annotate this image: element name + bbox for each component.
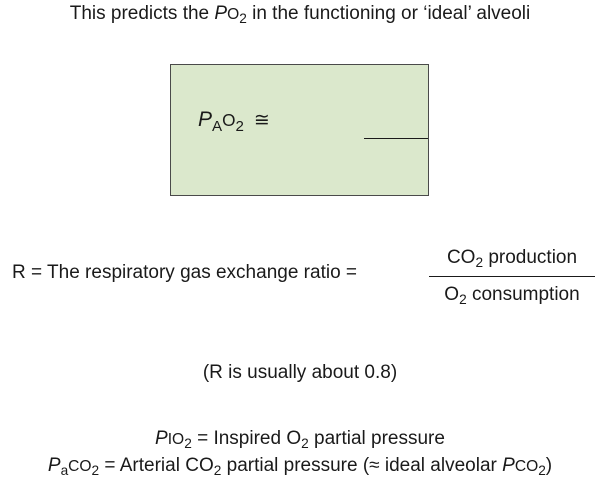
paco2-text-mid: partial pressure (≈ ideal alveolar: [221, 455, 503, 476]
header-p-symbol: P: [214, 3, 228, 24]
box-subscript-a: A: [212, 117, 223, 135]
denominator-o: O: [444, 284, 460, 305]
paco2-text: = Arterial CO: [99, 455, 214, 476]
fraction-bar: [429, 276, 595, 277]
box-o-symbol: O: [222, 110, 236, 130]
alveolar-gas-equation-box: PAO2 ≅: [170, 64, 429, 196]
paco2-subscript: 2: [91, 463, 100, 479]
header-suffix: in the functioning or ‘ideal’ alveoli: [246, 3, 531, 24]
ratio-fraction: CO2 production O2 consumption: [429, 245, 595, 310]
pio2-io-symbol: IO: [167, 431, 185, 448]
paco2-close: ): [545, 455, 553, 476]
paco2-subscript-b: 2: [538, 463, 546, 479]
pio2-p-symbol: P: [155, 428, 168, 449]
header-subscript: 2: [239, 11, 247, 27]
denominator-subscript: 2: [459, 292, 467, 308]
paco2-definition: PaCO2 = Arterial CO2 partial pressure (≈…: [0, 455, 600, 479]
paco2-text-subscript: 2: [213, 463, 222, 479]
paco2-p2-symbol: P: [502, 455, 515, 476]
pao2-formula: PAO2 ≅: [198, 108, 270, 135]
box-subscript-2: 2: [235, 117, 244, 135]
header-text: This predicts the PO2 in the functioning…: [0, 3, 600, 27]
paco2-a-symbol: a: [60, 463, 69, 479]
paco2-p-symbol: P: [47, 455, 61, 476]
numerator-co: CO: [446, 247, 476, 268]
pio2-definition: PIO2 = Inspired O2 partial pressure: [0, 428, 600, 452]
ratio-definition: R = The respiratory gas exchange ratio =…: [12, 245, 595, 310]
header-o-symbol: O: [227, 6, 240, 23]
fraction-numerator: CO2 production: [429, 245, 595, 273]
fraction-denominator: O2 consumption: [429, 282, 595, 310]
box-p-symbol: P: [198, 108, 213, 131]
numerator-rest: production: [483, 247, 578, 268]
paco2-co2-symbol: CO: [514, 458, 539, 475]
answer-blank-line: [364, 138, 428, 139]
paco2-co-symbol: CO: [68, 458, 92, 475]
pio2-subscript: 2: [184, 436, 192, 452]
pio2-text-subscript: 2: [301, 436, 309, 452]
approx-equal-symbol: ≅: [253, 110, 270, 131]
header-prefix: This predicts the: [69, 3, 215, 24]
denominator-rest: consumption: [466, 284, 580, 305]
ratio-label: R = The respiratory gas exchange ratio =: [12, 262, 358, 283]
pio2-text-after: partial pressure: [308, 428, 445, 449]
r-value-note: (R is usually about 0.8): [202, 362, 398, 383]
pio2-text: = Inspired O: [191, 428, 302, 449]
numerator-subscript: 2: [475, 255, 484, 271]
